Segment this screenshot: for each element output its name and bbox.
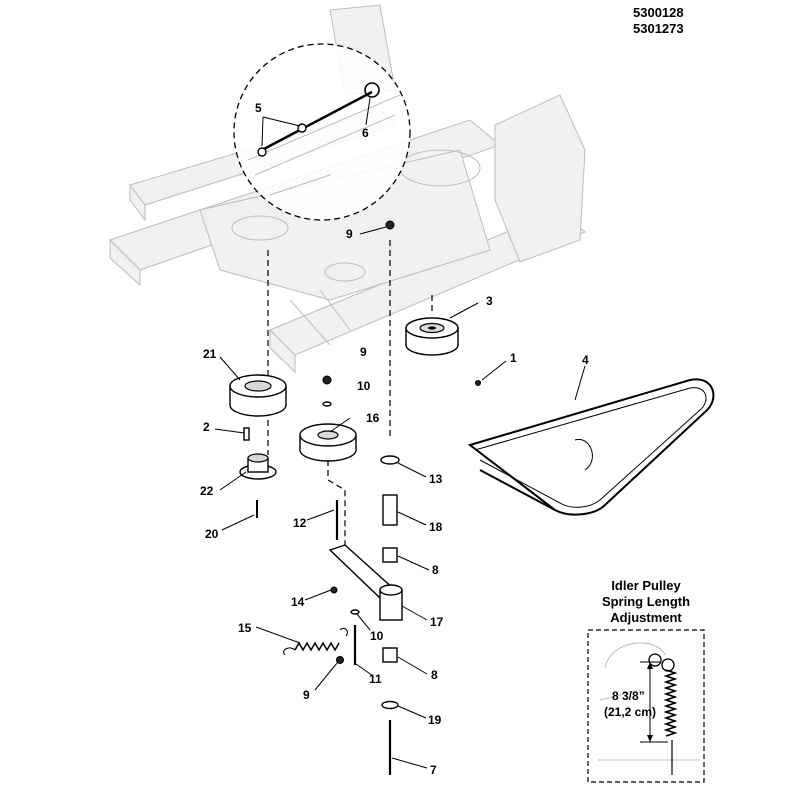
callout-22: 22: [200, 484, 214, 498]
callout-6: 6: [362, 126, 369, 140]
bushing-8a: [382, 547, 398, 563]
callout-4: 4: [582, 353, 589, 367]
part-number-2: 5301273: [633, 21, 684, 36]
hardware-inset: [233, 43, 411, 221]
nut-icon-2: [297, 123, 307, 133]
assembly-lines: [267, 240, 433, 565]
callout-14: 14: [291, 595, 305, 609]
eye-bolt-icon: [364, 82, 380, 98]
callout-16: 16: [366, 411, 380, 425]
callout-7: 7: [430, 763, 437, 777]
callout-19: 19: [428, 713, 442, 727]
nut-icon: [257, 147, 267, 157]
nut-9c: [336, 656, 344, 664]
idler-pulley-16: [299, 423, 357, 462]
callout-8-top: 8: [432, 563, 439, 577]
part-number-1: 5300128: [633, 5, 684, 20]
spring-adjustment-inset: Idler Pulley Spring Length Adjustment 8 …: [587, 578, 705, 783]
callout-15: 15: [238, 621, 252, 635]
callout-9-top: 9: [346, 227, 353, 241]
pulley-3: [405, 317, 459, 356]
spacer-18: [382, 494, 398, 526]
callout-2: 2: [203, 420, 210, 434]
callout-18: 18: [429, 520, 443, 534]
spring-15: [283, 627, 348, 656]
washer-13: [380, 455, 400, 465]
nut-14: [330, 586, 338, 594]
bushing-8b: [382, 647, 398, 663]
leader-lines: [214, 97, 586, 769]
idler-arm-17: [328, 544, 403, 621]
callout-5: 5: [255, 101, 262, 115]
drive-belt-4: [467, 378, 715, 516]
callout-17: 17: [430, 615, 444, 629]
hub-22: [239, 453, 277, 480]
callout-21: 21: [203, 347, 217, 361]
nut-9a: [322, 375, 332, 385]
callout-1: 1: [510, 351, 517, 365]
pulley-21: [229, 374, 287, 417]
callout-13: 13: [429, 472, 443, 486]
callout-8-bottom: 8: [431, 668, 438, 682]
inset-title-line-3: Adjustment: [610, 610, 682, 625]
inset-dimension-inches: 8 3/8”: [612, 689, 645, 703]
washer-10a: [322, 401, 332, 407]
washer-10b: [350, 609, 360, 615]
inset-title-line-2: Spring Length: [602, 594, 690, 609]
callout-3: 3: [486, 294, 493, 308]
callout-10-bottom: 10: [370, 629, 384, 643]
callout-11: 11: [369, 672, 382, 686]
key-1: [475, 380, 481, 386]
callout-10-top: 10: [357, 379, 371, 393]
key-2: [243, 427, 250, 441]
callout-9-bottom: 9: [303, 688, 310, 702]
inset-dimension-cm: (21,2 cm): [604, 705, 656, 719]
nut-9b: [385, 220, 395, 230]
inset-title-line-1: Idler Pulley: [611, 578, 681, 593]
callout-20: 20: [205, 527, 219, 541]
callout-9-mid: 9: [360, 345, 367, 359]
washer-19: [381, 700, 399, 710]
callout-12: 12: [293, 516, 307, 530]
